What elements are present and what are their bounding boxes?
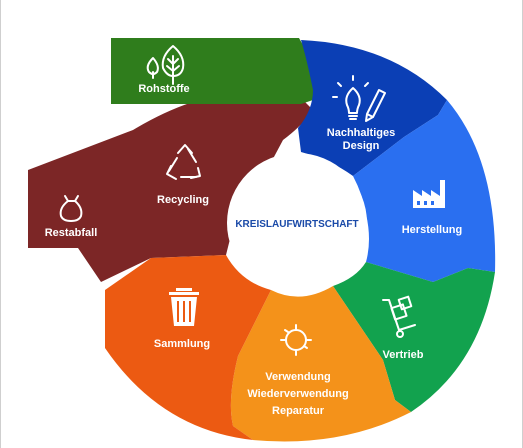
segment-design	[298, 40, 447, 176]
segment-restabfall	[28, 90, 313, 282]
recycle-icon	[166, 144, 201, 180]
cycle-arrows-icon	[280, 324, 312, 356]
factory-icon	[413, 180, 445, 208]
garbage-bag-icon	[59, 195, 83, 222]
verwendung-label-line2: Wiederverwendung	[247, 388, 348, 400]
verwendung-label-line1: Verwendung	[265, 371, 330, 383]
verwendung-label-line3: Reparatur	[272, 405, 325, 417]
design-label-line2: Design	[343, 140, 380, 152]
leaves-icon	[146, 45, 185, 85]
design-label-line1: Nachhaltiges	[327, 127, 395, 139]
segment-vertrieb	[333, 262, 495, 412]
lightbulb-pencil-icon	[332, 75, 386, 122]
herstellung-label: Herstellung	[402, 224, 463, 236]
sammlung-label: Sammlung	[154, 338, 210, 350]
restabfall-label: Restabfall	[45, 227, 98, 239]
hand-truck-icon	[382, 295, 416, 338]
recycling-label: Recycling	[157, 194, 209, 206]
segment-rohstoffe	[111, 38, 314, 104]
segment-herstellung	[353, 100, 496, 282]
center-circle	[227, 153, 367, 293]
center-label: KREISLAUFWIRTSCHAFT	[235, 219, 358, 230]
segment-verwendung	[230, 286, 411, 442]
trash-bin-icon	[169, 288, 199, 326]
segment-sammlung	[105, 255, 271, 440]
vertrieb-label: Vertrieb	[383, 349, 424, 361]
rohstoffe-label: Rohstoffe	[138, 83, 189, 95]
